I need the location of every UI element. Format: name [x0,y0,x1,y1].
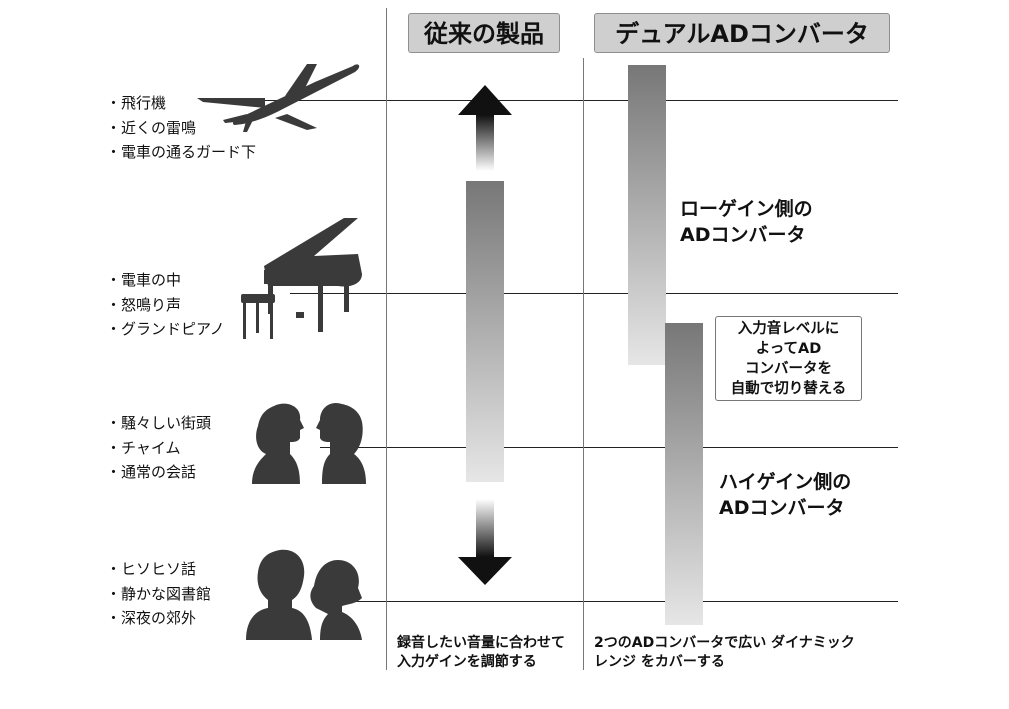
auto-switch-note-box: 入力音レベルに よってAD コンバータを 自動で切り替える [715,316,862,401]
source-group-medium-loud: ・電車の中 ・怒鳴り声 ・グランドピアノ [106,268,225,342]
source-item: ・静かな図書館 [106,584,212,603]
divider-left [386,8,387,670]
high-gain-converter-label: ハイゲイン側の ADコンバータ [719,471,852,519]
source-item: ・グランドピアノ [106,320,225,338]
source-group-medium: ・騒々しい街頭 ・チャイム ・通常の会話 [106,411,211,485]
source-group-quiet: ・ヒソヒソ話 ・静かな図書館 ・深夜の郊外 [106,557,211,631]
whisper-silhouettes-icon [246,549,362,640]
grand-piano-icon [241,218,362,339]
high-gain-converter-bar [665,323,703,625]
conventional-gain-range-bar [466,181,504,482]
source-item: ・深夜の郊外 [106,609,197,627]
source-item: ・電車の中 [106,271,182,289]
source-item: ・通常の会話 [106,463,197,481]
source-item: ・飛行機 [106,94,167,112]
level-line-quiet [330,601,898,602]
conventional-note: 録音したい音量に合わせて 入力ゲインを調節する [397,635,565,670]
header-conventional: 従来の製品 [408,13,560,53]
conversation-silhouettes-icon [252,402,366,484]
source-group-loud: ・飛行機 ・近くの雷鳴 ・電車の通るガード下 [106,91,256,165]
low-gain-converter-label: ローゲイン側の ADコンバータ [680,198,813,246]
down-arrow-icon [458,499,512,585]
divider-middle [583,58,584,670]
source-item: ・騒々しい街頭 [106,414,212,432]
header-dual-ad: デュアルADコンバータ [594,13,890,53]
source-item: ・ヒソヒソ話 [106,560,197,578]
level-line-loud [260,100,898,101]
up-arrow-icon [458,85,512,171]
airplane-icon [197,64,360,132]
dual-ad-note: 2つのADコンバータで広い ダイナミック レンジ をカバーする [594,635,855,670]
source-item: ・チャイム [106,438,181,457]
level-line-medium-loud [290,293,898,294]
source-item: ・電車の通るガード下 [106,143,257,161]
low-gain-converter-bar [628,65,666,365]
level-line-medium [320,447,898,448]
source-item: ・怒鳴り声 [106,295,182,314]
source-item: ・近くの雷鳴 [106,118,197,137]
